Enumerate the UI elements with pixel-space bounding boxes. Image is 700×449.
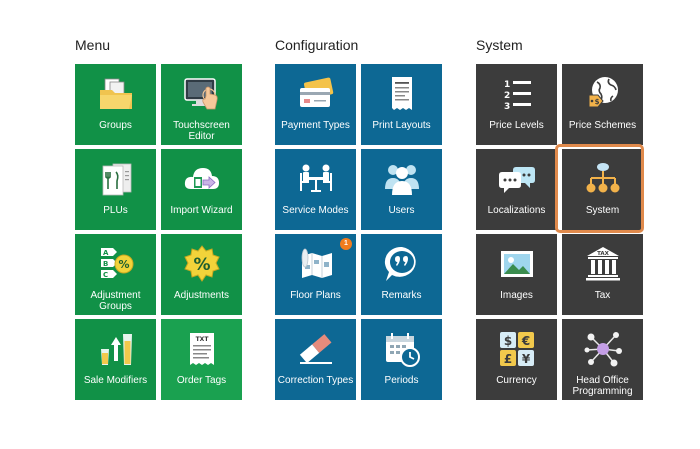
remarks-label: Remarks xyxy=(381,290,422,301)
periods-label: Periods xyxy=(384,375,419,386)
configuration-section-title: Configuration xyxy=(275,37,359,53)
import-wizard-label: Import Wizard xyxy=(170,205,233,216)
svg-text:2: 2 xyxy=(504,91,510,101)
import-wizard-tile[interactable]: Import Wizard xyxy=(161,149,242,230)
images-label: Images xyxy=(500,290,533,301)
credit-card-icon xyxy=(296,74,336,114)
head-office-programming-label: Head Office Programming xyxy=(572,375,633,397)
adjustments-label: Adjustments xyxy=(173,290,230,301)
users-icon xyxy=(382,159,422,199)
network-icon xyxy=(583,329,623,369)
chat-bubbles-icon xyxy=(497,159,537,199)
service-modes-label: Service Modes xyxy=(282,205,349,216)
images-tile[interactable]: Images xyxy=(476,234,557,315)
touchscreen-editor-tile[interactable]: Touchscreen Editor xyxy=(161,64,242,145)
svg-text:%: % xyxy=(118,258,129,271)
floor-plans-tile[interactable]: 1 Floor Plans xyxy=(275,234,356,315)
system-tile[interactable]: System xyxy=(562,149,643,230)
floor-plan-icon xyxy=(296,244,336,284)
plus-label: PLUs xyxy=(103,205,128,216)
svg-text:C: C xyxy=(103,271,108,279)
users-label: Users xyxy=(388,205,415,216)
floor-plans-label: Floor Plans xyxy=(290,290,341,301)
order-tags-tile[interactable]: TXT Order Tags xyxy=(161,319,242,400)
system-section: System 1 2 3 Price Levels xyxy=(476,36,646,400)
menu-section-title: Menu xyxy=(75,37,111,53)
system-grid: 1 2 3 Price Levels $ P xyxy=(476,64,646,400)
svg-text:B: B xyxy=(103,260,108,268)
order-tags-label: Order Tags xyxy=(176,375,227,386)
bank-tax-icon: TAX xyxy=(583,244,623,284)
price-schemes-tile[interactable]: $ Price Schemes xyxy=(562,64,643,145)
dining-table-icon xyxy=(296,159,336,199)
hierarchy-icon xyxy=(583,159,623,199)
sale-modifiers-icon xyxy=(96,329,136,369)
cloud-import-icon xyxy=(182,159,222,199)
configuration-grid: Payment Types Print Layouts xyxy=(275,64,445,400)
service-modes-tile[interactable]: Service Modes xyxy=(275,149,356,230)
eraser-icon xyxy=(296,329,336,369)
system-label: System xyxy=(585,205,620,216)
price-levels-tile[interactable]: 1 2 3 Price Levels xyxy=(476,64,557,145)
floor-plans-badge: 1 xyxy=(340,238,352,250)
adjustment-groups-icon: A B C % xyxy=(96,244,136,284)
plus-tile[interactable]: PLUs xyxy=(75,149,156,230)
print-layouts-label: Print Layouts xyxy=(372,120,431,131)
correction-types-label: Correction Types xyxy=(277,375,354,386)
dollar-sign: $ xyxy=(503,334,511,348)
plu-menu-icon xyxy=(96,159,136,199)
currency-label: Currency xyxy=(496,375,537,386)
system-section-title: System xyxy=(476,37,523,53)
sale-modifiers-tile[interactable]: Sale Modifiers xyxy=(75,319,156,400)
svg-text:3: 3 xyxy=(504,102,510,112)
order-tag-icon: TXT xyxy=(182,329,222,369)
head-office-programming-tile[interactable]: Head Office Programming xyxy=(562,319,643,400)
configuration-section: Configuration Payment Types xyxy=(275,36,445,400)
menu-section: Menu Groups xyxy=(75,36,245,400)
tax-icon-text: TAX xyxy=(597,251,610,257)
touchscreen-editor-label: Touchscreen Editor xyxy=(173,120,230,142)
receipt-icon xyxy=(382,74,422,114)
remarks-tile[interactable]: Remarks xyxy=(361,234,442,315)
menu-grid: Groups Touchscreen Editor xyxy=(75,64,245,400)
svg-text:$: $ xyxy=(594,98,599,106)
localizations-label: Localizations xyxy=(487,205,546,216)
groups-label: Groups xyxy=(99,120,132,131)
order-tag-icon-text: TXT xyxy=(195,336,209,343)
adjustment-groups-label: Adjustment Groups xyxy=(90,290,141,312)
payment-types-label: Payment Types xyxy=(281,120,350,131)
yen-sign: ¥ xyxy=(521,352,530,366)
periods-tile[interactable]: Periods xyxy=(361,319,442,400)
localizations-tile[interactable]: Localizations xyxy=(476,149,557,230)
euro-sign: € xyxy=(520,334,529,348)
users-tile[interactable]: Users xyxy=(361,149,442,230)
print-layouts-tile[interactable]: Print Layouts xyxy=(361,64,442,145)
svg-text:1: 1 xyxy=(504,80,510,90)
price-schemes-label: Price Schemes xyxy=(568,120,637,131)
tax-label: Tax xyxy=(594,290,611,301)
currency-icon: $ € £ ¥ xyxy=(497,329,537,369)
pound-sign: £ xyxy=(503,352,511,366)
numbered-list-icon: 1 2 3 xyxy=(497,74,537,114)
sale-modifiers-label: Sale Modifiers xyxy=(83,375,148,386)
correction-types-tile[interactable]: Correction Types xyxy=(275,319,356,400)
speech-bubble-quote-icon xyxy=(382,244,422,284)
tax-tile[interactable]: TAX Tax xyxy=(562,234,643,315)
adjustment-groups-tile[interactable]: A B C % Adjustment Groups xyxy=(75,234,156,315)
image-icon xyxy=(497,244,537,284)
globe-price-tag-icon: $ xyxy=(583,74,623,114)
adjustments-tile[interactable]: % Adjustments xyxy=(161,234,242,315)
svg-text:A: A xyxy=(103,249,109,257)
payment-types-tile[interactable]: Payment Types xyxy=(275,64,356,145)
calendar-clock-icon xyxy=(382,329,422,369)
price-levels-label: Price Levels xyxy=(489,120,544,131)
percent-badge-icon: % xyxy=(182,244,222,284)
folder-icon xyxy=(96,74,136,114)
svg-text:%: % xyxy=(193,255,210,275)
currency-tile[interactable]: $ € £ ¥ Currency xyxy=(476,319,557,400)
touchscreen-icon xyxy=(182,74,222,114)
groups-tile[interactable]: Groups xyxy=(75,64,156,145)
